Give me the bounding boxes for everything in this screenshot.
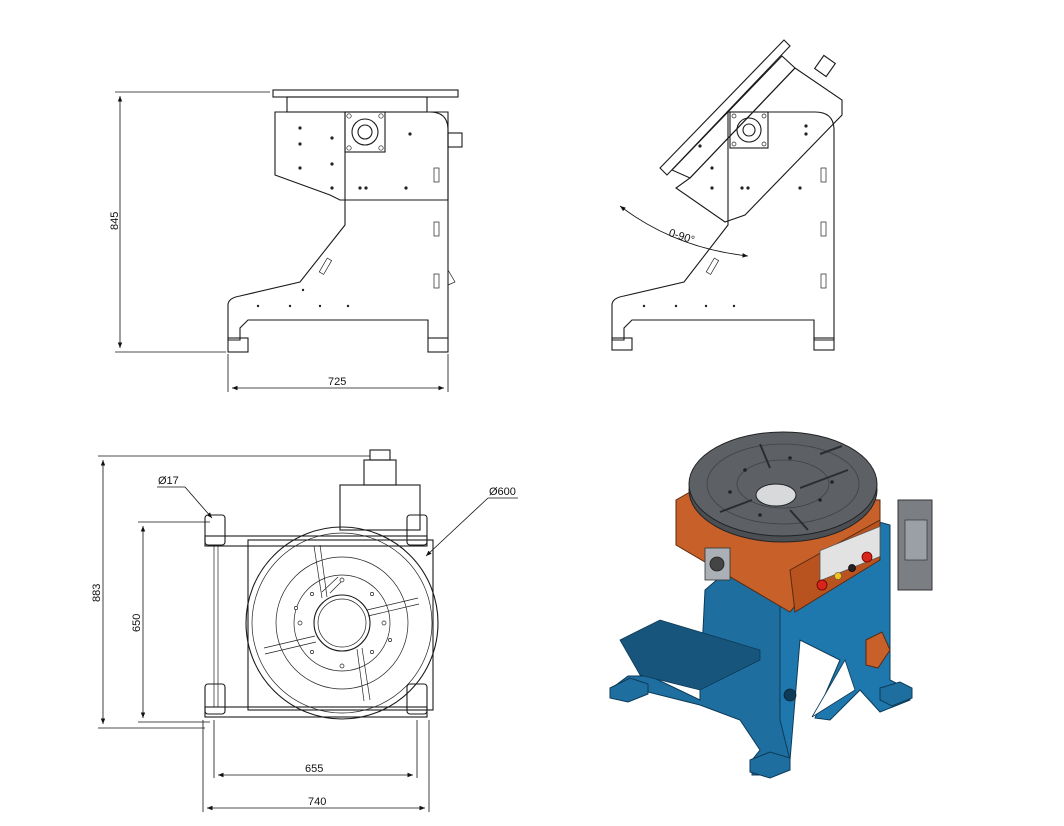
dim-hole-dia-label: Ø17 [158,475,179,487]
tilted-table-plate [659,39,791,176]
front-rail [204,535,428,547]
base-box [247,539,434,711]
left-foot [227,337,249,353]
table-plate [272,89,459,98]
side-elevation-view: 845 725 [109,89,463,392]
table-center-hole [755,483,797,507]
motor-box [339,484,421,531]
tilted-motor-flange [729,111,769,149]
tilt-arc [619,205,749,258]
control-button-red [861,551,873,563]
dim-height-label: 845 [109,212,121,230]
control-switch [848,564,856,572]
tilt-housing [274,111,449,201]
right-foot [427,337,449,353]
tilted-base-frame [611,111,835,341]
tilt-range-label: 0-90° [667,227,696,247]
tilted-housing [675,67,843,223]
dim-hole-spacing-y-label: 650 [131,614,143,632]
control-button-yellow [834,572,842,580]
dim-table-dia-label: Ø600 [489,486,516,498]
dim-width-total-label: 740 [308,796,326,808]
motor-shaft-ring [351,118,379,146]
dim-width-side-label: 725 [328,376,346,388]
dim-depth-label: 883 [91,584,103,602]
tilted-elevation-view: 0-90° [611,39,843,351]
base-rail [619,619,761,691]
motor-flange [344,111,386,153]
top-view: 883 650 Ø17 Ø600 655 740 [91,449,518,812]
table-t-slots [719,443,849,531]
side-cap [447,132,463,148]
table-center-bore [313,594,371,652]
isometric-render [609,431,933,779]
base-frame [227,111,449,341]
t-slots [263,544,420,702]
table-hub [286,96,428,113]
foot-pedal-cover [865,631,891,669]
emergency-stop-button [816,579,828,591]
table-outer-rim [245,526,439,720]
dim-hole-spacing-x-label: 655 [305,763,323,775]
rotary-table [688,431,878,537]
